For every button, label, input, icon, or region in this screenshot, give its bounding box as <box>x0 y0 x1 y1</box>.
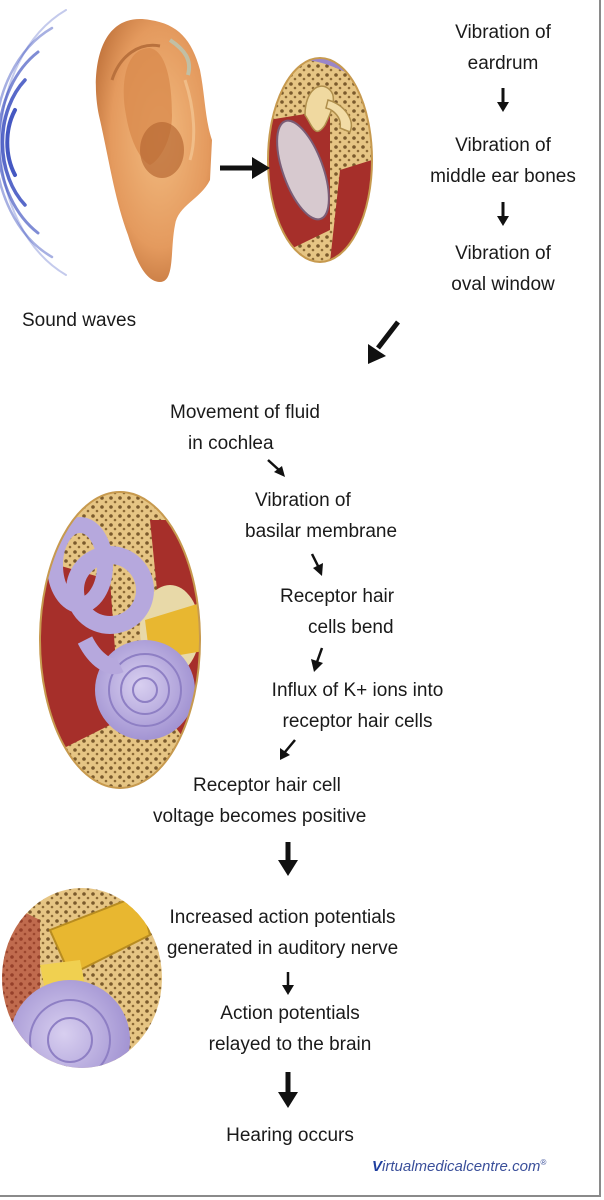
arrow-step10-to-step11 <box>278 1072 298 1108</box>
step-line: Vibration of <box>455 135 551 156</box>
watermark-text: irtualmedicalcentre.com <box>382 1158 541 1175</box>
arrow-step1-to-step2 <box>497 88 509 112</box>
step-increased-action-potentials: Increased action potentials generated in… <box>130 902 435 964</box>
step-hearing-occurs: Hearing occurs <box>190 1120 390 1151</box>
arrow-step4-to-step5 <box>267 459 285 477</box>
step-line: Receptor hair cell <box>193 775 341 796</box>
sound-wave-icon <box>0 9 67 276</box>
step-vibration-eardrum: Vibration of eardrum <box>408 17 598 79</box>
watermark-v: V <box>372 1158 383 1175</box>
outer-ear-illustration <box>95 19 212 282</box>
step-line: generated in auditory nerve <box>166 938 399 959</box>
arrow-step3-to-step4 <box>368 320 400 364</box>
sound-waves-label: Sound waves <box>22 305 136 336</box>
step-line: Movement of fluid <box>170 402 320 423</box>
step-line: Vibration of <box>255 490 351 511</box>
step-line: Action potentials <box>220 1003 360 1024</box>
step-action-potentials-relayed: Action potentials relayed to the brain <box>175 998 405 1060</box>
step-line: Hearing occurs <box>226 1125 354 1146</box>
step-line: Receptor hair <box>280 586 395 607</box>
step-receptor-voltage-positive: Receptor hair cell voltage becomes posit… <box>145 770 430 832</box>
step-vibration-middle-ear-bones: Vibration of middle ear bones <box>400 130 604 192</box>
step-line: basilar membrane <box>245 521 398 542</box>
step-vibration-oval-window: Vibration of oval window <box>408 238 598 300</box>
step-line: Vibration of <box>455 22 551 43</box>
step-line: receptor hair cells <box>282 711 433 732</box>
step-receptor-hair-cells-bend: Receptor hair cells bend <box>280 581 430 643</box>
step-movement-fluid-cochlea: Movement of fluid in cochlea <box>140 397 350 459</box>
step-line: relayed to the brain <box>208 1034 372 1055</box>
arrow-step5-to-step6 <box>310 553 323 576</box>
arrow-ear-to-middle <box>220 157 270 179</box>
step-line: eardrum <box>467 53 539 74</box>
step-line: in cochlea <box>188 433 274 454</box>
step-line: Influx of K+ ions into <box>271 680 444 701</box>
arrow-step9-to-step10 <box>282 972 294 995</box>
step-line: middle ear bones <box>430 166 576 187</box>
step-line: oval window <box>451 274 555 295</box>
auditory-nerve-illustration <box>2 888 162 1068</box>
cochlea-illustration <box>39 491 201 789</box>
arrow-step2-to-step3 <box>497 202 509 226</box>
step-line: voltage becomes positive <box>153 806 367 827</box>
step-line: Vibration of <box>455 243 551 264</box>
arrow-step6-to-step7 <box>311 647 324 672</box>
source-watermark: Virtualmedicalcentre.com® <box>372 1158 546 1175</box>
sound-waves-text: Sound waves <box>22 310 137 331</box>
watermark-mark: ® <box>540 1158 547 1167</box>
step-vibration-basilar-membrane: Vibration of basilar membrane <box>245 485 455 547</box>
step-line: Increased action potentials <box>169 907 396 928</box>
arrow-step7-to-step8 <box>280 739 296 760</box>
arrow-step8-to-step9 <box>278 842 298 876</box>
step-line: cells bend <box>308 617 394 638</box>
step-influx-k-ions: Influx of K+ ions into receptor hair cel… <box>245 675 470 737</box>
